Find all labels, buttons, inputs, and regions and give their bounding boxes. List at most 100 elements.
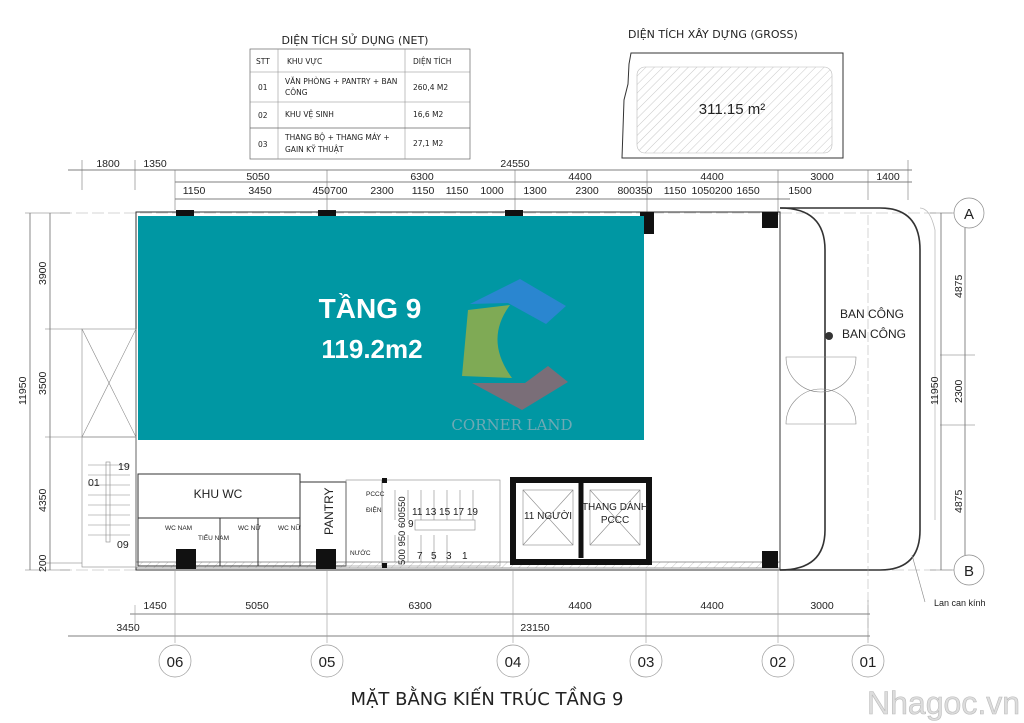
row-area: THANG BỘ + THANG MÁY +: [284, 133, 390, 142]
net-table-title: DIỆN TÍCH SỬ DỤNG (NET): [282, 33, 429, 47]
lift-fire: THANG DÀNH: [582, 500, 648, 513]
room-pccc: PCCC: [366, 491, 385, 498]
grid-column-markers: 06 05 04 03 02 01: [158, 644, 885, 678]
dim: 1150: [183, 185, 206, 197]
dim: 24550: [500, 158, 529, 170]
stair-numbers-top: 11 13 15 17 19: [412, 507, 478, 518]
grid-row-b: B: [964, 563, 974, 580]
room-wc-nam: WC NAM: [165, 525, 192, 532]
dim: 2300: [370, 185, 394, 197]
dim: 5050: [246, 171, 270, 183]
top-dimensions: 1800 1350 24550 5050 6300 4400 4400 3000…: [68, 158, 912, 215]
right-dimensions: 4875 2300 4875 11950 A B: [929, 197, 985, 586]
dim: 1150: [412, 185, 435, 197]
dim: 1150: [664, 185, 687, 197]
gross-title: DIỆN TÍCH XÂY DỰNG (GROSS): [628, 28, 798, 41]
gross-area-diagram: DIỆN TÍCH XÂY DỰNG (GROSS) 311.15 m²: [621, 28, 844, 159]
dim: 1300: [523, 185, 547, 197]
stair-number: 3: [446, 551, 452, 562]
dim: 4400: [568, 171, 592, 183]
row-stt: 03: [258, 140, 268, 149]
grid-col: 06: [167, 654, 184, 671]
corner-land-logo: CORNER LAND: [451, 279, 573, 434]
room-wc-nu: WC NỮ: [238, 523, 261, 532]
gross-value: 311.15 m²: [699, 101, 765, 118]
drawing-title: MẶT BẰNG KIẾN TRÚC TẦNG 9: [351, 686, 624, 710]
floor-area: 119.2m2: [321, 334, 422, 364]
row-area: VĂN PHÒNG + PANTRY + BAN: [285, 77, 397, 86]
dim: 4400: [700, 600, 724, 612]
dim: 200: [37, 554, 49, 572]
floor-label: TẦNG 9: [319, 293, 422, 324]
dim: 4875: [953, 274, 965, 298]
dim: 11950: [17, 376, 29, 405]
dim: 1650: [736, 185, 760, 197]
dim: 5050: [245, 600, 269, 612]
grid-col: 03: [638, 654, 655, 671]
header-dien-tich: DIỆN TÍCH: [413, 57, 451, 66]
stair-number: 19: [118, 461, 130, 473]
grid-col: 01: [860, 654, 877, 671]
dim: 3000: [810, 171, 834, 183]
room-pantry: PANTRY: [322, 487, 336, 535]
net-area-table: DIỆN TÍCH SỬ DỤNG (NET) STT KHU VỰC DIỆN…: [249, 33, 471, 160]
dim: 3450: [116, 622, 140, 634]
dim: 1150: [446, 185, 469, 197]
building-walls: 19 01 09: [60, 210, 960, 571]
dim: 2300: [575, 185, 599, 197]
dim: 3900: [37, 261, 49, 285]
dim: 4400: [568, 600, 592, 612]
row-size: 260,4 M2: [413, 83, 448, 92]
room-wc: KHU WC: [194, 487, 243, 501]
dim: 2300: [953, 379, 965, 403]
room-tieu-nam: TIỂU NAM: [198, 533, 229, 542]
stair-number: 1: [462, 551, 468, 562]
dim: 1500: [788, 185, 812, 197]
grid-col: 02: [770, 654, 787, 671]
row-size: 27,1 M2: [413, 139, 444, 148]
stair-number: 7: [417, 551, 423, 562]
stair-number: 9: [408, 519, 414, 530]
balcony-label: BAN CÔNG: [840, 306, 904, 321]
grid-col: 05: [319, 654, 336, 671]
balcony-label: BAN CÔNG: [842, 326, 906, 341]
stair-number: 5: [431, 551, 437, 562]
grid-col: 04: [505, 654, 522, 671]
dim: 6300: [408, 600, 432, 612]
dim: 1800: [96, 158, 120, 170]
floor-area-highlight: TẦNG 9 119.2m2 CORNER LAND: [138, 216, 644, 440]
dim: 4350: [37, 488, 49, 512]
dim: 1400: [876, 171, 900, 183]
grid-row-a: A: [964, 206, 974, 223]
dim: 450700: [312, 185, 347, 197]
row-stt: 02: [258, 111, 268, 120]
bottom-dimensions: 1450 5050 6300 4400 4400 3000 3450 23150: [68, 570, 870, 643]
dim: 1450: [143, 600, 167, 612]
railing-label: Lan can kính: [934, 598, 986, 608]
stair-dims: 500 950 600550: [397, 496, 408, 565]
dim: 3000: [810, 600, 834, 612]
header-stt: STT: [256, 57, 270, 66]
dim: 1350: [143, 158, 167, 170]
dim: 1000: [480, 185, 504, 197]
dim: 3450: [248, 185, 272, 197]
dim: 6300: [410, 171, 434, 183]
dim: 3500: [37, 371, 49, 395]
row-area: GAIN KỸ THUẬT: [285, 145, 344, 154]
room-labels: KHU WC PANTRY WC NAM TIỂU NAM WC NỮ WC N…: [165, 487, 648, 565]
left-dimensions: 3900 3500 4350 200 11950: [17, 212, 82, 572]
dim: 23150: [520, 622, 549, 634]
dim: 4875: [953, 489, 965, 513]
room-dien: ĐIỆN: [366, 505, 382, 514]
logo-text: CORNER LAND: [451, 416, 572, 434]
row-area: KHU VỆ SINH: [285, 110, 334, 119]
header-khu-vuc: KHU VỰC: [287, 57, 322, 66]
stair-number: 01: [88, 477, 100, 489]
stair-number: 09: [117, 539, 129, 551]
room-nuoc: NƯỚC: [350, 548, 371, 557]
dim: 1050200: [692, 185, 733, 197]
dim: 11950: [929, 376, 941, 405]
watermark: Nhagoc.vn: [867, 685, 1020, 721]
room-wc-nu: WC NỮ: [278, 523, 301, 532]
